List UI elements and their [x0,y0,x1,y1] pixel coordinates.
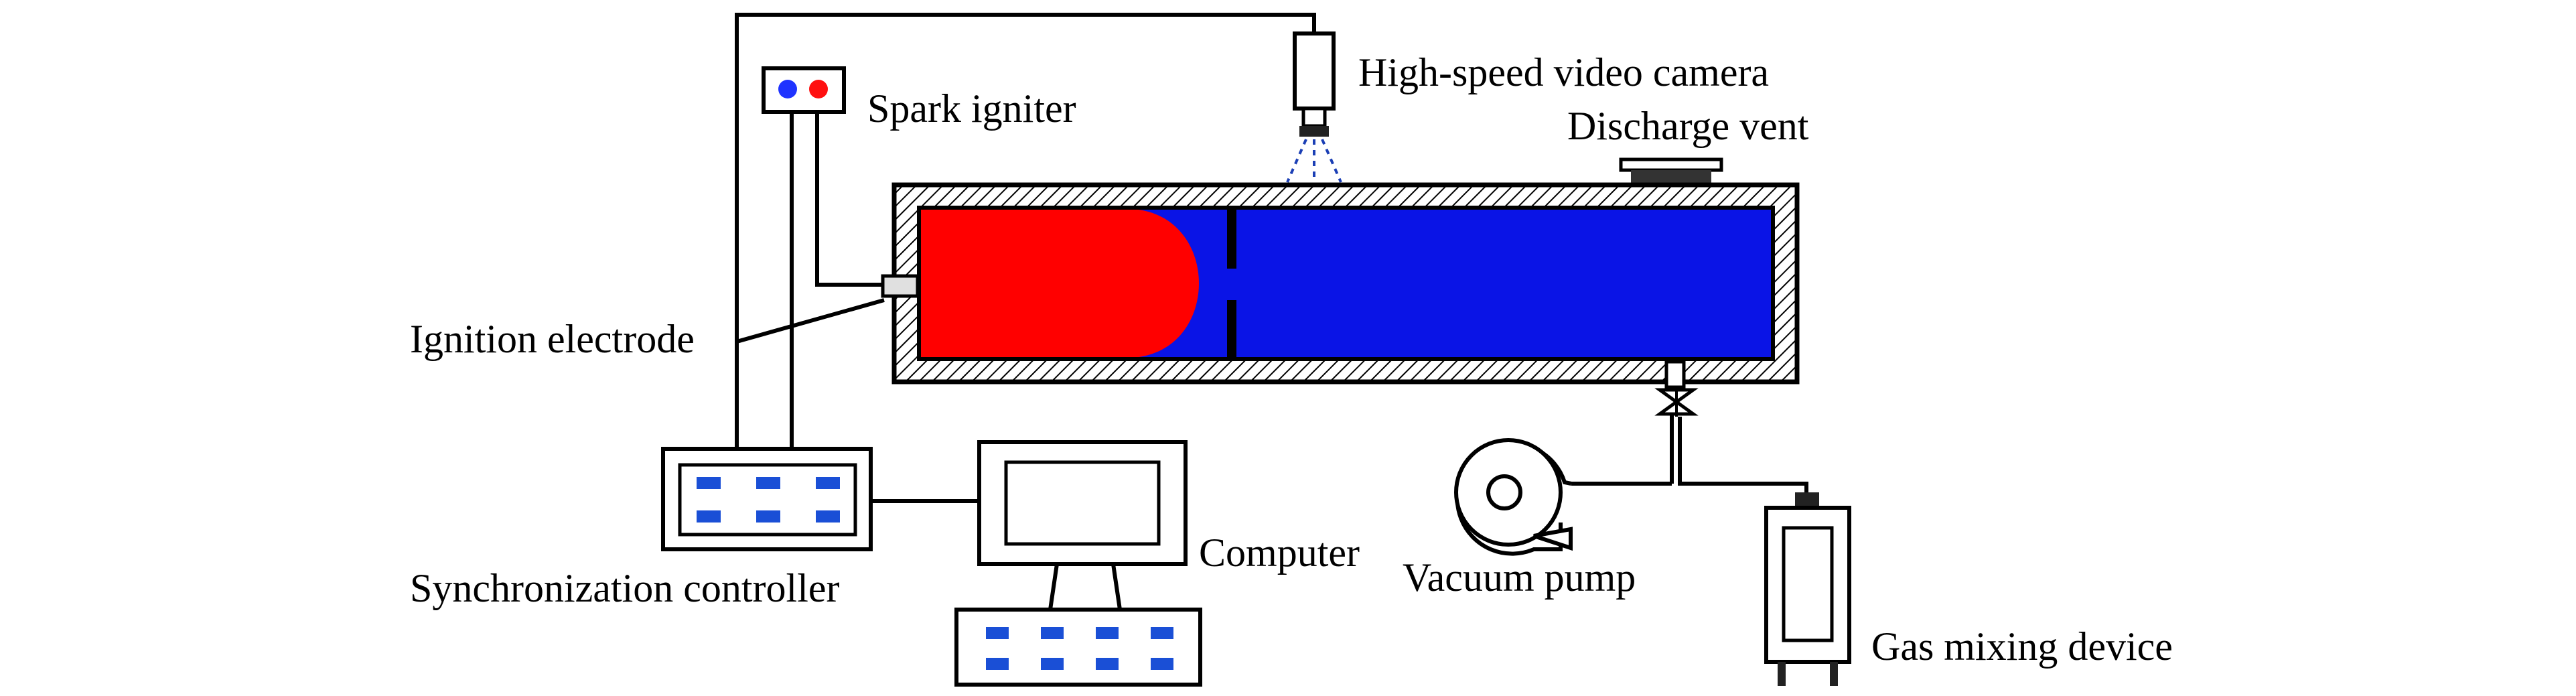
flame-front [921,210,1199,357]
computer-label: Computer [1199,531,1360,575]
camera-icon [1293,31,1336,111]
camera-view-lines [1286,139,1342,183]
igniter-blue-terminal [778,80,797,98]
wiring [735,13,1808,506]
spark-igniter-label: Spark igniter [867,86,1076,131]
camera-front [1299,126,1329,137]
vacuum-pump-icon [1454,438,1573,556]
valve-icon [1654,387,1699,417]
high-speed-camera [1286,31,1342,183]
computer-screen [1004,460,1161,546]
camera-label: High-speed video camera [1358,50,1769,94]
computer-keyboard [954,608,1202,687]
pump-rotor [1486,474,1522,510]
explosion-chamber [881,182,1800,417]
gas-mixing-device-label: Gas mixing device [1871,624,2173,669]
keyboard-keys [986,627,1173,670]
electrode-pointer-line [736,298,885,344]
ignition-electrode [881,274,920,298]
mixer-pipe [1678,417,1808,506]
obstacle-top [1227,210,1236,269]
computer [954,440,1202,687]
vacuum-pump-label: Vacuum pump [1403,555,1636,600]
igniter-red-terminal [809,80,828,98]
synchronization-controller [661,447,873,551]
gas-mixing-device [1764,492,1851,686]
labels: High-speed video camera Discharge vent S… [410,50,2173,669]
spark-igniter [762,66,846,114]
camera-trigger-wire [735,13,1316,449]
controller-buttons [697,477,840,523]
camera-lens [1301,107,1327,128]
discharge-vent-label: Discharge vent [1567,104,1809,148]
electrode-wire [815,111,884,287]
chamber-outlet-port [1664,360,1686,389]
synchronization-controller-label: Synchronization controller [410,566,840,610]
computer-stand [1048,562,1123,612]
obstacle-bottom [1227,300,1236,357]
spark-igniter-box [762,66,846,114]
discharge-vent [1619,157,1723,184]
ignition-electrode-label: Ignition electrode [410,317,695,361]
